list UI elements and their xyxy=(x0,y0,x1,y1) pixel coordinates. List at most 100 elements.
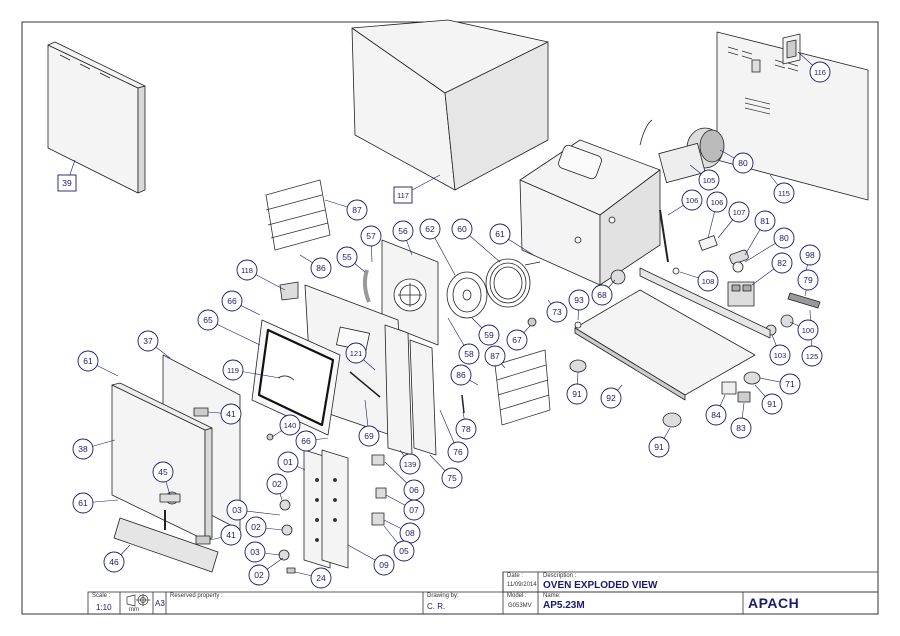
callout-bubble xyxy=(279,414,301,436)
callout-text: 09 xyxy=(379,560,389,570)
callout-46: 46 xyxy=(103,551,125,573)
callout-text: 91 xyxy=(572,389,582,399)
callout-text: 91 xyxy=(654,442,664,452)
callout-24: 24 xyxy=(310,567,332,589)
callout-text: 106 xyxy=(686,196,699,205)
callout-66: 66 xyxy=(221,290,243,312)
callout-bubble xyxy=(809,61,831,83)
callout-78: 78 xyxy=(455,418,477,440)
callout-text: 119 xyxy=(227,366,239,375)
part-84-shape xyxy=(721,381,737,395)
side-panel-part xyxy=(47,41,146,194)
callout-bubble xyxy=(77,350,99,372)
callout-bubble xyxy=(732,152,754,174)
heating-element-part xyxy=(485,258,541,308)
side-panel-139 xyxy=(384,324,413,456)
callout-68: 68 xyxy=(591,284,613,306)
callout-bubble xyxy=(72,492,94,514)
callout-text: 100 xyxy=(802,326,815,335)
callout-60: 60 xyxy=(451,218,473,240)
callout-bubble xyxy=(346,199,368,221)
door-gasket-part xyxy=(251,319,341,436)
callout-bubble xyxy=(57,174,77,192)
bracket-116-part xyxy=(782,33,801,65)
switch-parts xyxy=(371,454,387,526)
callout-text: 59 xyxy=(484,330,494,340)
callout-bubble xyxy=(698,169,720,191)
callout-80: 80 xyxy=(773,227,795,249)
callout-bubble xyxy=(730,417,752,439)
callout-text: 08 xyxy=(405,528,415,538)
callout-text: 86 xyxy=(316,263,326,273)
callout-text: 108 xyxy=(702,277,715,286)
callout-text: 71 xyxy=(785,379,795,389)
callout-text: 03 xyxy=(250,547,260,557)
callout-bubble xyxy=(226,499,248,521)
date-value: 11/09/2014 xyxy=(507,582,537,588)
callout-75: 75 xyxy=(441,467,463,489)
rack-right-part xyxy=(494,349,551,426)
callout-text: 58 xyxy=(464,349,474,359)
callout-bubble xyxy=(310,567,332,589)
callout-text: 02 xyxy=(251,522,261,532)
callout-bubble xyxy=(450,364,472,386)
callout-text: 37 xyxy=(143,336,153,346)
drawn-by-value: C. R. xyxy=(427,602,446,611)
callout-92: 92 xyxy=(600,387,622,409)
callout-text: 56 xyxy=(398,226,408,236)
callout-01: 01 xyxy=(277,451,299,473)
callout-41: 41 xyxy=(220,403,242,425)
callout-text: 125 xyxy=(806,352,819,361)
callout-08: 08 xyxy=(399,522,421,544)
callout-73: 73 xyxy=(546,301,568,323)
callout-56: 56 xyxy=(392,220,414,242)
callout-bubble xyxy=(419,218,441,240)
callout-text: 139 xyxy=(404,460,417,469)
callout-02: 02 xyxy=(266,473,288,495)
model-label: Model : xyxy=(507,593,527,599)
callout-61: 61 xyxy=(77,350,99,372)
unit-label: mm xyxy=(129,607,139,613)
callout-bubble xyxy=(152,461,174,483)
callout-text: 82 xyxy=(777,258,787,268)
clip-41-top xyxy=(193,407,209,417)
callout-text: 65 xyxy=(203,315,213,325)
callout-text: 68 xyxy=(597,290,607,300)
callout-65: 65 xyxy=(197,309,219,331)
callout-bubble xyxy=(455,418,477,440)
bottom-bar-part xyxy=(113,517,219,573)
callout-71: 71 xyxy=(779,373,801,395)
callout-text: 06 xyxy=(409,485,419,495)
callout-bubble xyxy=(220,524,242,546)
callout-text: 45 xyxy=(158,467,168,477)
callout-text: 69 xyxy=(364,431,374,441)
callout-text: 61 xyxy=(78,498,88,508)
callout-bubble xyxy=(393,186,413,204)
callout-bubble xyxy=(197,309,219,331)
callout-text: 87 xyxy=(490,351,500,361)
callout-text: 55 xyxy=(342,252,352,262)
callout-text: 61 xyxy=(83,356,93,366)
callout-text: 116 xyxy=(814,68,826,77)
callout-bubble xyxy=(137,330,159,352)
callout-bubble xyxy=(310,257,332,279)
callout-text: 02 xyxy=(254,570,264,580)
projection-symbol-icon xyxy=(126,594,150,607)
callout-125: 125 xyxy=(801,345,823,367)
callout-106: 106 xyxy=(706,191,728,213)
callout-103: 103 xyxy=(769,344,791,366)
door-part xyxy=(111,382,213,541)
callout-text: 02 xyxy=(272,479,282,489)
callout-bubble xyxy=(373,554,395,576)
callout-bubble xyxy=(568,289,590,311)
callout-text: 73 xyxy=(552,307,562,317)
callout-bubble xyxy=(266,473,288,495)
callout-text: 118 xyxy=(241,266,253,275)
callout-105: 105 xyxy=(698,169,720,191)
callout-text: 05 xyxy=(399,546,409,556)
part-78-shape xyxy=(461,394,465,414)
callout-bubble xyxy=(489,223,511,245)
callout-118: 118 xyxy=(236,259,258,281)
callout-bubble xyxy=(728,201,750,223)
